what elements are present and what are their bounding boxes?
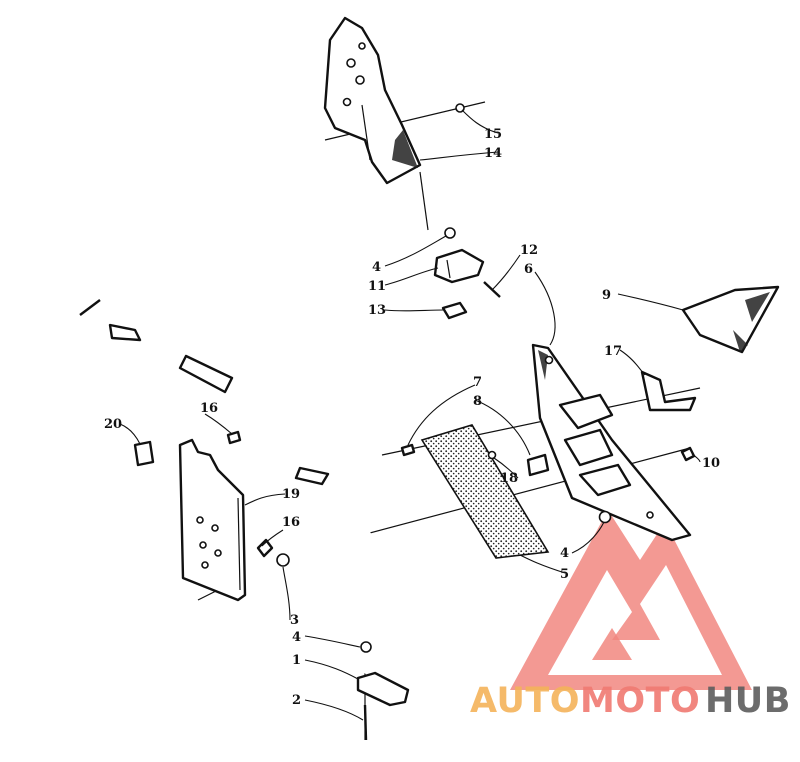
part-3-nut bbox=[276, 553, 290, 567]
callout-19: 19 bbox=[282, 487, 300, 502]
part-17-bracket bbox=[640, 370, 697, 412]
callout-5: 5 bbox=[560, 567, 569, 582]
part-19-mount-plate bbox=[178, 438, 247, 602]
part-4-nut-upper bbox=[444, 227, 456, 239]
part-4-nut-right bbox=[598, 510, 612, 524]
part-6-side-plate bbox=[531, 343, 692, 542]
callout-4: 4 bbox=[292, 630, 301, 645]
callout-3: 3 bbox=[290, 613, 299, 628]
callout-6: 6 bbox=[524, 262, 533, 277]
watermark-auto: AUTO bbox=[470, 681, 580, 721]
part-20-clamp bbox=[133, 440, 155, 467]
watermark-text: AUTO MOTO HUB bbox=[470, 681, 791, 721]
callout-9: 9 bbox=[602, 288, 611, 303]
callout-15: 15 bbox=[484, 127, 502, 142]
callout-14: 14 bbox=[484, 146, 502, 161]
callout-20: 20 bbox=[104, 417, 122, 432]
watermark-hub: HUB bbox=[705, 681, 791, 721]
callout-labels: 15 14 4 11 13 12 6 9 17 7 8 18 10 4 5 20… bbox=[104, 127, 720, 708]
callout-13: 13 bbox=[368, 303, 386, 318]
callout-16: 16 bbox=[200, 401, 218, 416]
callout-11: 11 bbox=[368, 279, 386, 294]
part-11-mount-bracket bbox=[433, 248, 485, 284]
part-14-upper-bracket bbox=[323, 16, 422, 185]
callout-10: 10 bbox=[702, 456, 720, 471]
callout-17: 17 bbox=[604, 344, 622, 359]
leader-lines bbox=[119, 109, 701, 721]
callout-12: 12 bbox=[520, 243, 538, 258]
part-1-lower-bracket bbox=[356, 671, 410, 707]
part-18-spacer bbox=[526, 453, 550, 477]
part-16-bolt-upper bbox=[226, 430, 242, 445]
callout-7: 7 bbox=[473, 375, 482, 390]
callout-8: 8 bbox=[473, 394, 482, 409]
watermark-logo-icon bbox=[510, 510, 752, 690]
part-2-bolt bbox=[363, 704, 368, 741]
watermark-moto: MOTO bbox=[580, 681, 700, 721]
part-9-plate bbox=[681, 285, 780, 354]
part-5-pad bbox=[420, 424, 550, 559]
callout-4: 4 bbox=[560, 546, 569, 561]
callout-18: 18 bbox=[500, 471, 518, 486]
part-7-bolt bbox=[400, 443, 416, 457]
part-8-pin bbox=[487, 450, 497, 460]
callout-4: 4 bbox=[372, 260, 381, 275]
callout-2: 2 bbox=[292, 693, 301, 708]
callout-1: 1 bbox=[292, 653, 301, 668]
part-16-bolt-lower bbox=[256, 538, 274, 558]
callout-16: 16 bbox=[282, 515, 300, 530]
part-4-nut-lower bbox=[360, 641, 372, 653]
part-13-clip bbox=[441, 301, 468, 320]
